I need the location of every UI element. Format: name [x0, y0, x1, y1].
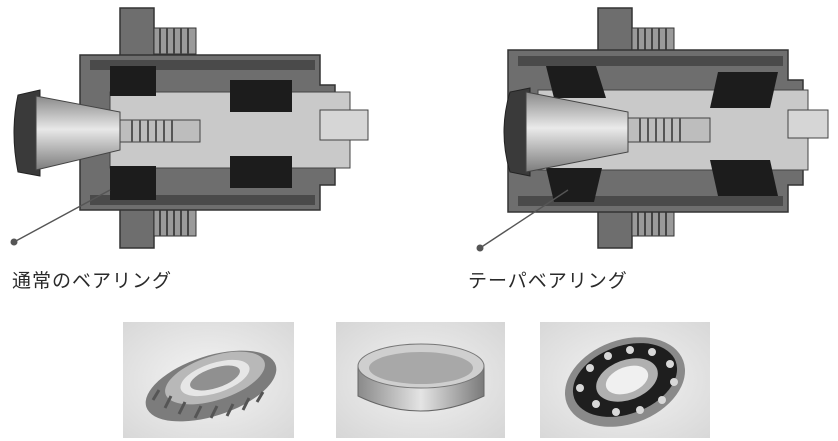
threaded-bolt [119, 119, 201, 143]
outer-bearing-bottom [230, 156, 292, 188]
bearing-outer-race-cup-photo [336, 322, 505, 438]
wheel-stud-bottom [153, 209, 197, 237]
tapered-bearing-hub-diagram [476, 7, 829, 252]
standard-bearing-hub-diagram [10, 7, 369, 249]
wheel-stud-bottom [631, 209, 675, 237]
tapered-bearing-bottom [546, 168, 602, 202]
tapered-bearing-caption: テーパベアリング [468, 270, 628, 292]
threaded-bolt [627, 117, 711, 143]
dust-cap [13, 89, 41, 177]
leader-dot [10, 238, 18, 246]
tapered-bearing-top [546, 66, 606, 98]
dust-cap [503, 87, 531, 177]
tapered-shaft [35, 95, 121, 171]
outer-tapered-bearing-bottom [710, 160, 778, 196]
outer-tapered-bearing-top [710, 72, 778, 108]
wheel-stud-top [153, 27, 197, 55]
standard-bearing-caption: 通常のベアリング [12, 270, 173, 292]
inner-bearing-bottom [110, 166, 156, 200]
leader-dot [476, 244, 484, 252]
tapered-roller-bearing-cone-photo [123, 322, 294, 438]
outer-bearing-top [230, 80, 292, 112]
tapered-shaft [525, 91, 629, 173]
inner-bearing-top [110, 66, 156, 96]
ball-bearing-photo [540, 322, 710, 438]
leader-line [13, 189, 111, 243]
leader-line [479, 189, 569, 249]
